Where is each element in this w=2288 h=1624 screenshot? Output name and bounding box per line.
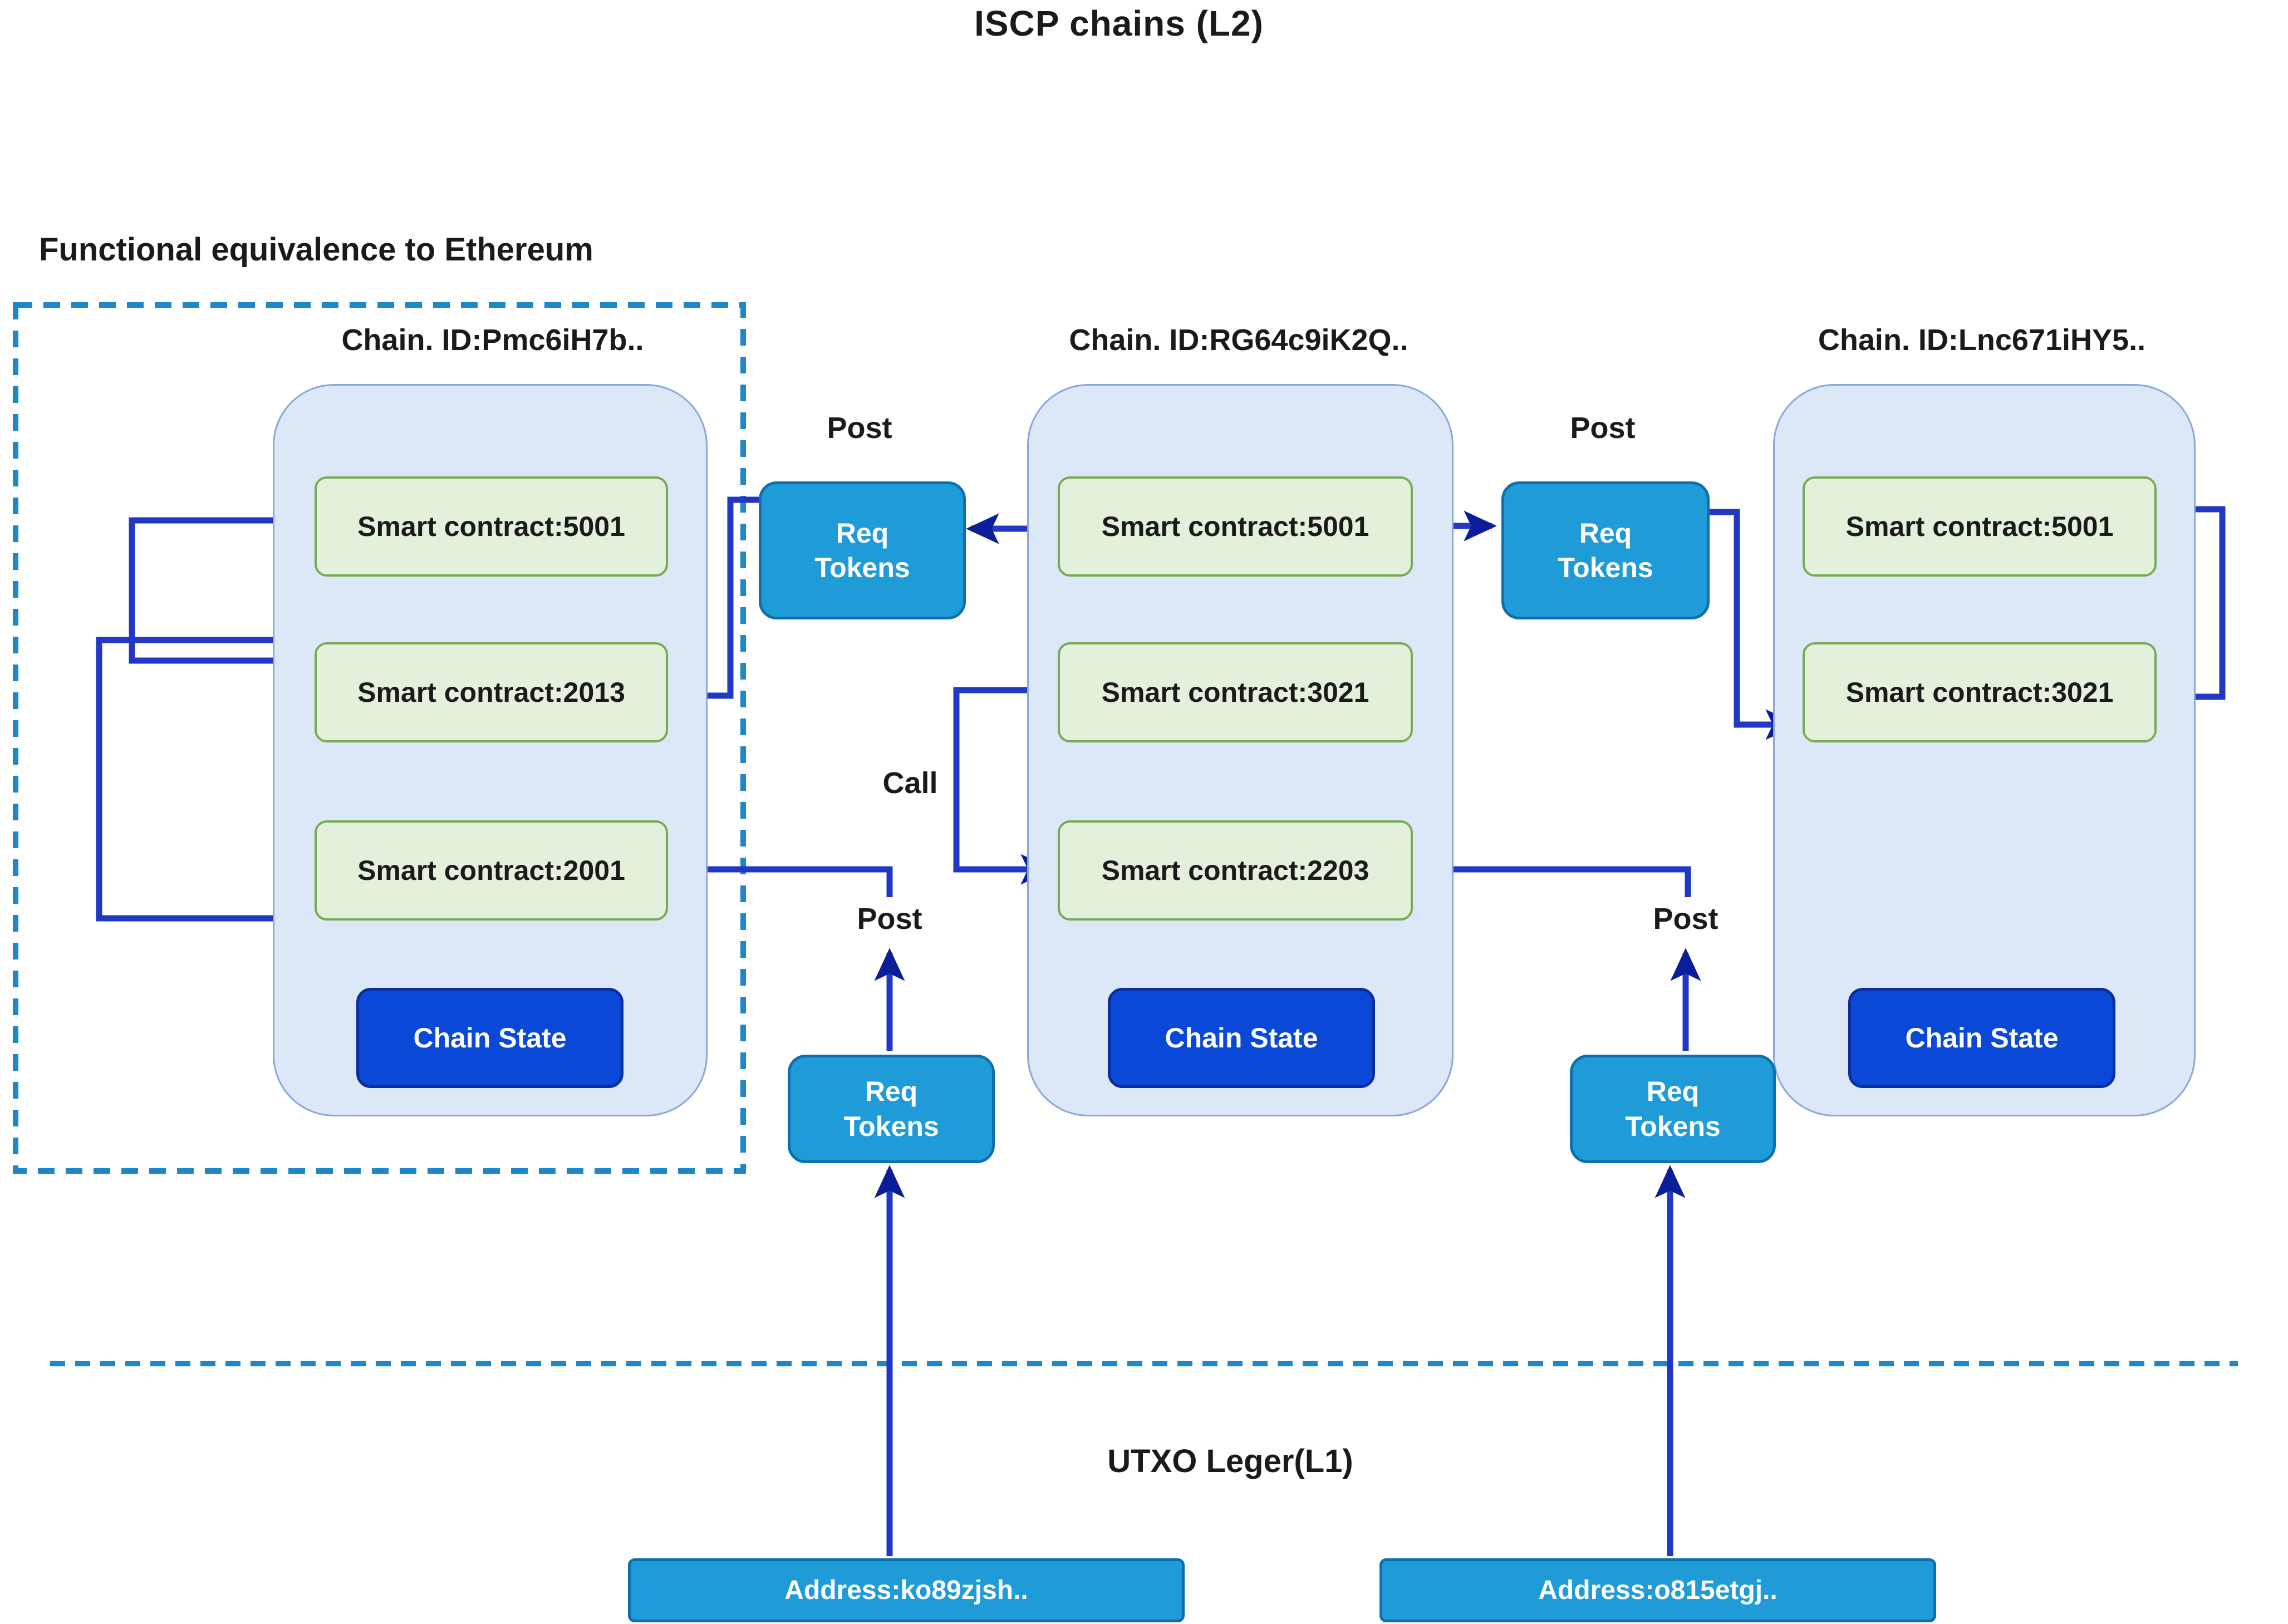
smart-contract-right-3021: Smart contract:3021 xyxy=(1803,642,2157,742)
diagram-title: ISCP chains (L2) xyxy=(974,3,1264,43)
req-tokens-line2: Tokens xyxy=(1558,552,1653,583)
req-tokens-line2: Tokens xyxy=(843,1110,939,1142)
chain-state-left: Chain State xyxy=(356,988,623,1088)
req-tokens-top-left: Req Tokens xyxy=(759,481,966,619)
chain-id-left: Chain. ID:Pmc6iH7b.. xyxy=(341,323,644,357)
smart-contract-middle-3021: Smart contract:3021 xyxy=(1058,642,1413,742)
req-tokens-top-right: Req Tokens xyxy=(1501,481,1710,619)
address-box-left: Address:ko89zjsh.. xyxy=(628,1558,1185,1622)
req-tokens-line1: Req xyxy=(836,517,889,549)
smart-contract-middle-5001: Smart contract:5001 xyxy=(1058,476,1413,577)
req-tokens-line2: Tokens xyxy=(814,552,910,583)
smart-contract-left-5001: Smart contract:5001 xyxy=(315,476,668,577)
chain-id-middle: Chain. ID:RG64c9iK2Q.. xyxy=(1069,323,1408,357)
chain-state-middle: Chain State xyxy=(1108,988,1375,1088)
call-label: Call xyxy=(882,766,938,800)
req-tokens-line1: Req xyxy=(1579,517,1632,549)
functional-equivalence-label: Functional equivalence to Ethereum xyxy=(39,232,593,268)
post-label-bottom-right: Post xyxy=(1653,902,1719,936)
arrow-post-bottom-left-horizontal xyxy=(669,854,893,897)
req-tokens-line1: Req xyxy=(865,1076,918,1107)
address-box-right: Address:o815etgj.. xyxy=(1379,1558,1936,1622)
arrow-left-2013-to-2001 xyxy=(96,637,315,934)
chain-state-right: Chain State xyxy=(1848,988,2115,1088)
req-tokens-line1: Req xyxy=(1646,1076,1700,1107)
req-tokens-bottom-left: Req Tokens xyxy=(788,1055,995,1163)
arrow-reqtokens-right-to-3021 xyxy=(1704,509,1799,740)
req-tokens-line2: Tokens xyxy=(1625,1110,1721,1142)
chain-id-right: Chain. ID:Lnc671iHY5.. xyxy=(1818,323,2146,357)
post-label-top-right: Post xyxy=(1570,411,1636,445)
smart-contract-left-2013: Smart contract:2013 xyxy=(315,642,668,742)
post-label-bottom-left: Post xyxy=(857,902,922,936)
arrow-left-5001-to-2013 xyxy=(129,517,315,676)
utxo-ledger-label: UTXO Leger(L1) xyxy=(1107,1443,1353,1479)
functional-equivalence-dashed-box xyxy=(13,302,746,1174)
post-label-top-left: Post xyxy=(827,411,892,445)
smart-contract-left-2001: Smart contract:2001 xyxy=(315,820,668,921)
arrow-call-3021-to-2203 xyxy=(953,687,1058,885)
smart-contract-right-5001: Smart contract:5001 xyxy=(1803,476,2157,577)
smart-contract-middle-2203: Smart contract:2203 xyxy=(1058,820,1413,921)
req-tokens-bottom-right: Req Tokens xyxy=(1570,1055,1776,1163)
arrow-post-bottom-right-horizontal xyxy=(1413,854,1691,897)
